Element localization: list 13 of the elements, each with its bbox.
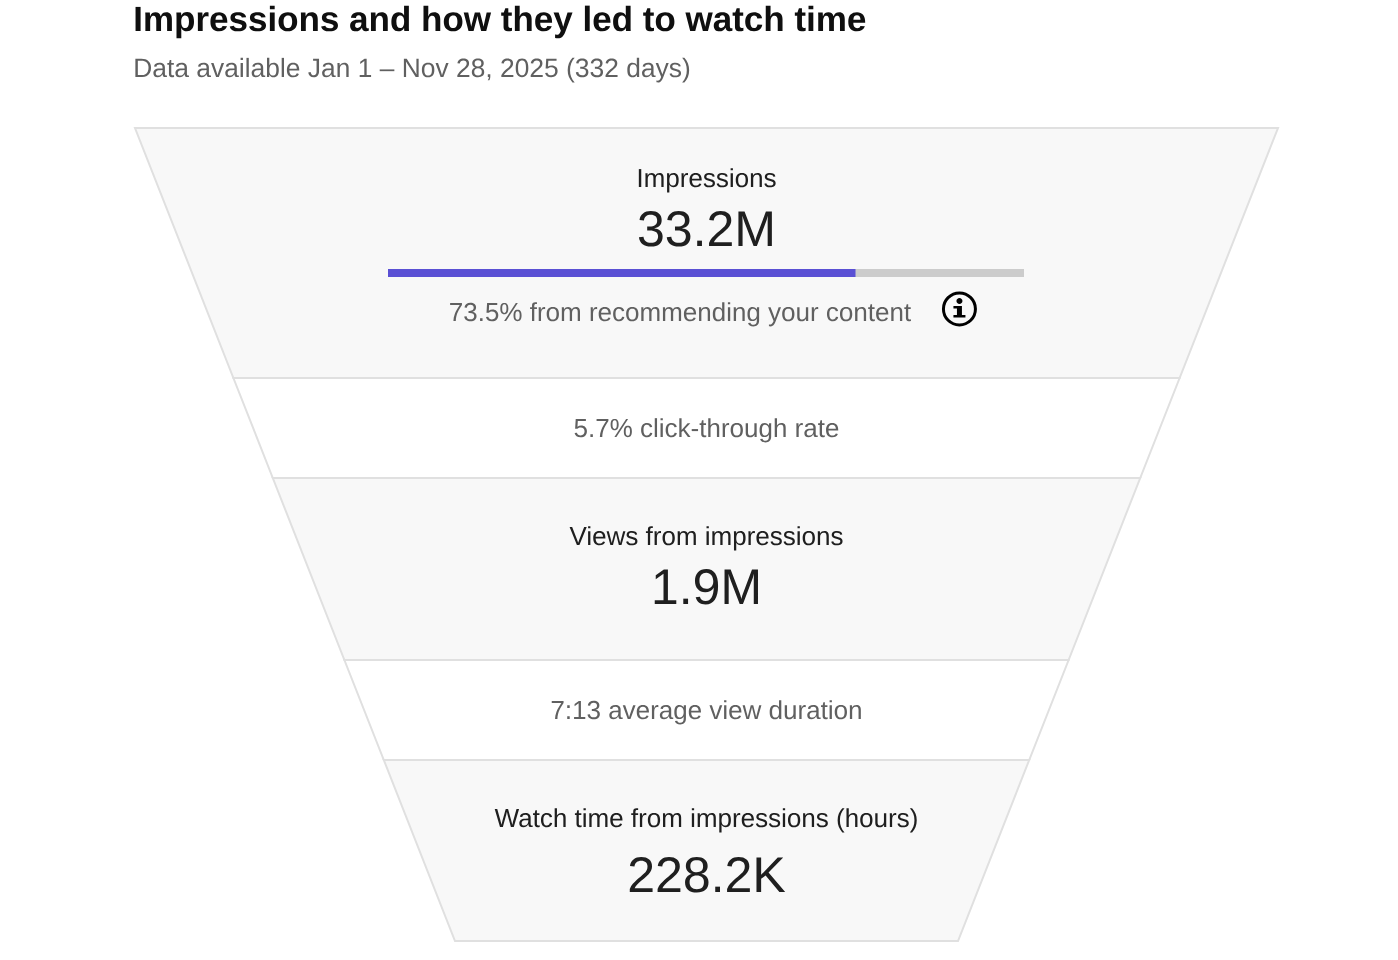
metric-note: 5.7% click-through rate [574, 418, 839, 443]
metric-value: 33.2M [638, 211, 772, 247]
metric-label: Watch time from impressions (hours) [494, 808, 917, 833]
funnel-band [271, 477, 1142, 661]
source-note: 73.5% from recommending your content [450, 302, 911, 327]
metric-value: 228.2K [629, 857, 786, 893]
subtitle: Data available Jan 1 – Nov 28, 2025 (332 days) [135, 57, 690, 83]
title: Impressions and how they led to watch time [135, 5, 866, 39]
metric-label: Impressions [638, 168, 776, 193]
metric-label: Views from impressions [569, 526, 843, 551]
funnel-band [382, 759, 1031, 942]
metric-value: 1.9M [654, 569, 758, 605]
metric-note: 7:13 average view duration [551, 700, 861, 725]
